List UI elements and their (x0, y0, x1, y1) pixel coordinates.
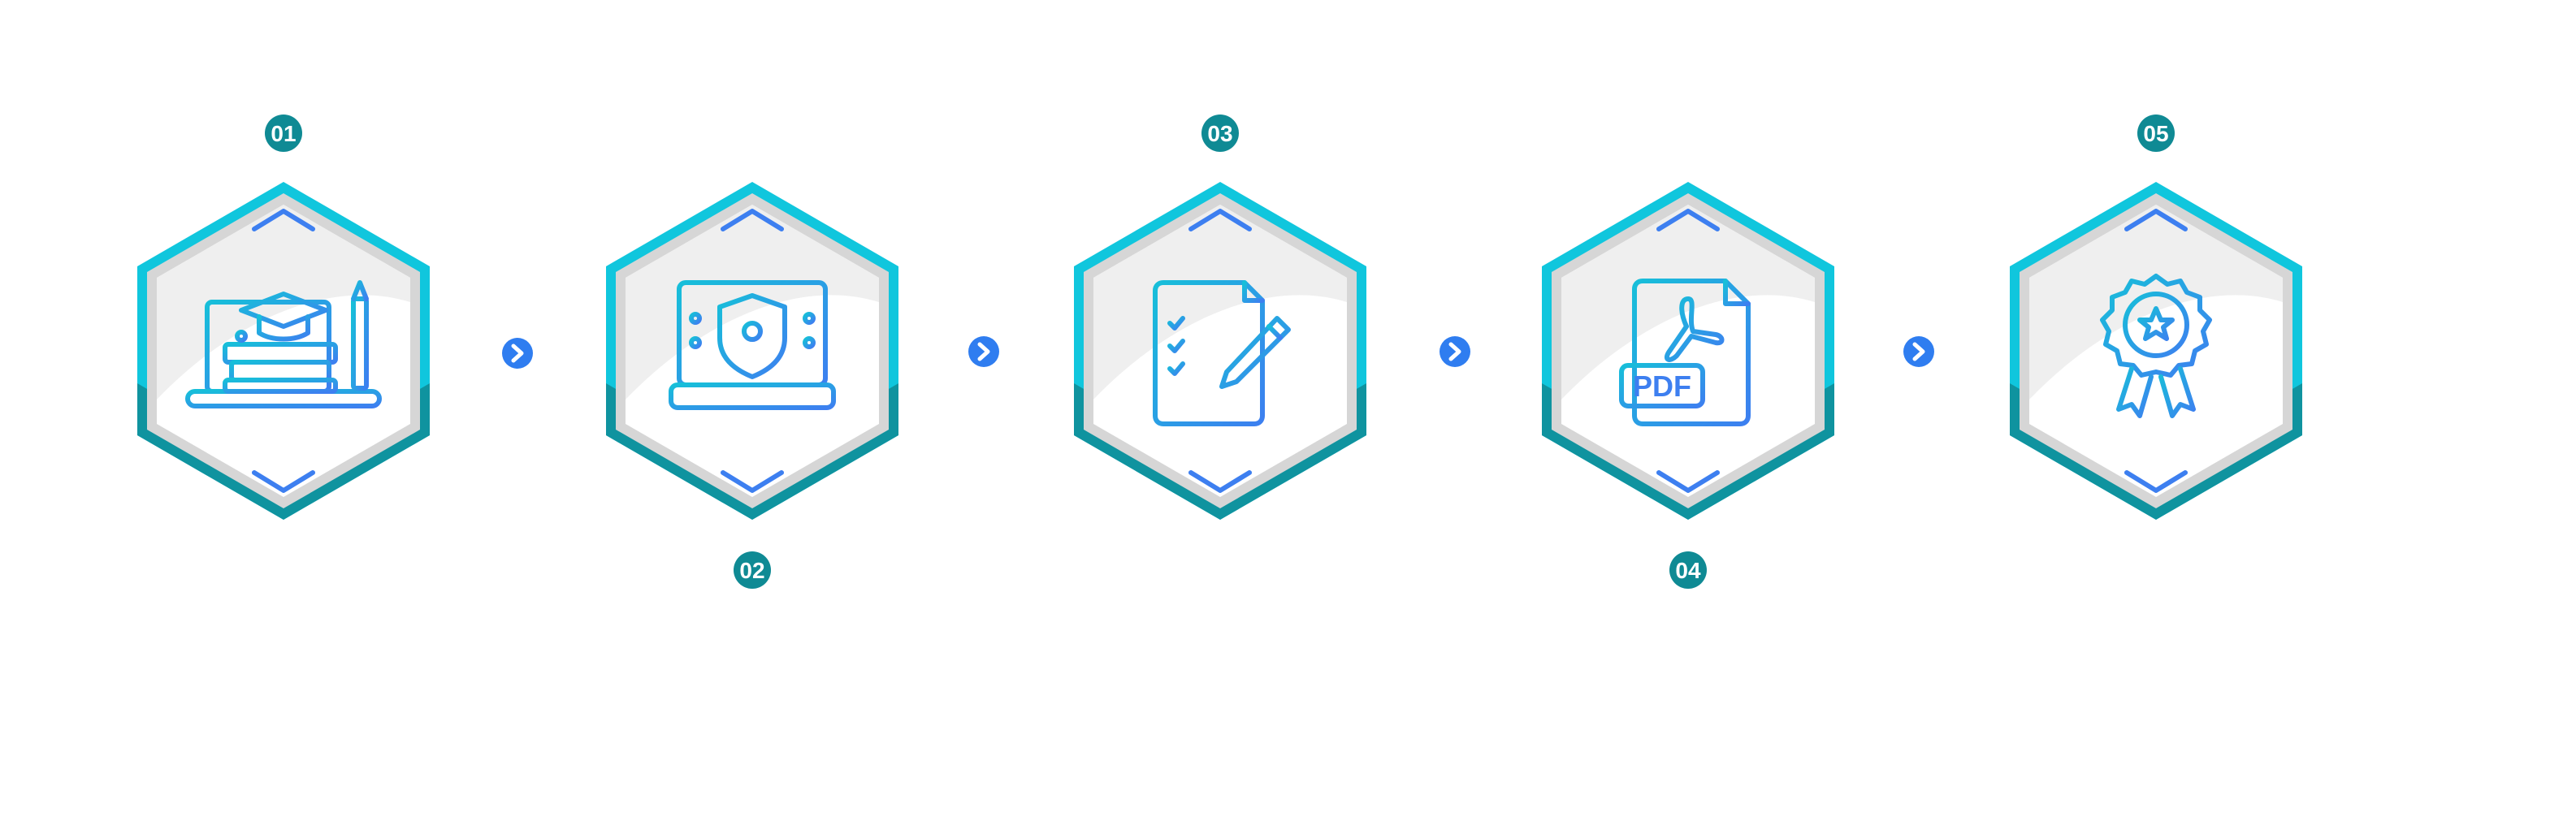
pdf-label: PDF (1633, 369, 1691, 403)
step-badge: 05 (2137, 115, 2175, 152)
chevron-down-icon (2124, 470, 2188, 493)
chevron-right-circle-icon (502, 338, 533, 369)
hexagon-frame (137, 182, 430, 520)
connector-3 (1440, 336, 1470, 367)
chevron-down-icon (1188, 470, 1252, 493)
laptop-shield-lock-icon (669, 280, 836, 410)
step-3: 03 (1074, 115, 1366, 520)
step-badge: 02 (734, 551, 771, 589)
chevron-up-icon (1656, 209, 1720, 231)
connector-1 (502, 338, 533, 369)
step-number: 03 (1207, 121, 1232, 146)
step-number: 01 (271, 121, 296, 146)
chevron-up-icon (252, 209, 315, 231)
step-badge: 04 (1669, 551, 1707, 589)
step-number: 05 (2143, 121, 2168, 146)
chevron-right-circle-icon (968, 336, 999, 367)
chevron-right-circle-icon (1440, 336, 1470, 367)
document-checklist-pencil-icon (1153, 280, 1291, 426)
graduation-cap-books-laptop-icon (185, 280, 382, 408)
pdf-file-icon (1619, 279, 1751, 426)
step-2: 02 (606, 182, 898, 589)
connector-2 (968, 336, 999, 367)
hexagon-frame (1074, 182, 1366, 520)
step-5: 05 (2010, 115, 2302, 520)
step-1: 01 (137, 115, 430, 520)
chevron-down-icon (721, 470, 784, 493)
chevron-down-icon (252, 470, 315, 493)
step-number: 04 (1675, 558, 1701, 583)
step-badge: 03 (1201, 115, 1239, 152)
step-badge: 01 (265, 115, 302, 152)
award-rosette-star-icon (2100, 274, 2212, 418)
chevron-up-icon (1188, 209, 1252, 231)
hexagon-frame (2010, 182, 2302, 520)
chevron-up-icon (721, 209, 784, 231)
step-4: PDF 04 (1542, 182, 1834, 589)
chevron-right-circle-icon (1903, 336, 1934, 367)
step-number: 02 (739, 558, 764, 583)
chevron-down-icon (1656, 470, 1720, 493)
hexagon-frame (1542, 182, 1834, 520)
connector-4 (1903, 336, 1934, 367)
chevron-up-icon (2124, 209, 2188, 231)
